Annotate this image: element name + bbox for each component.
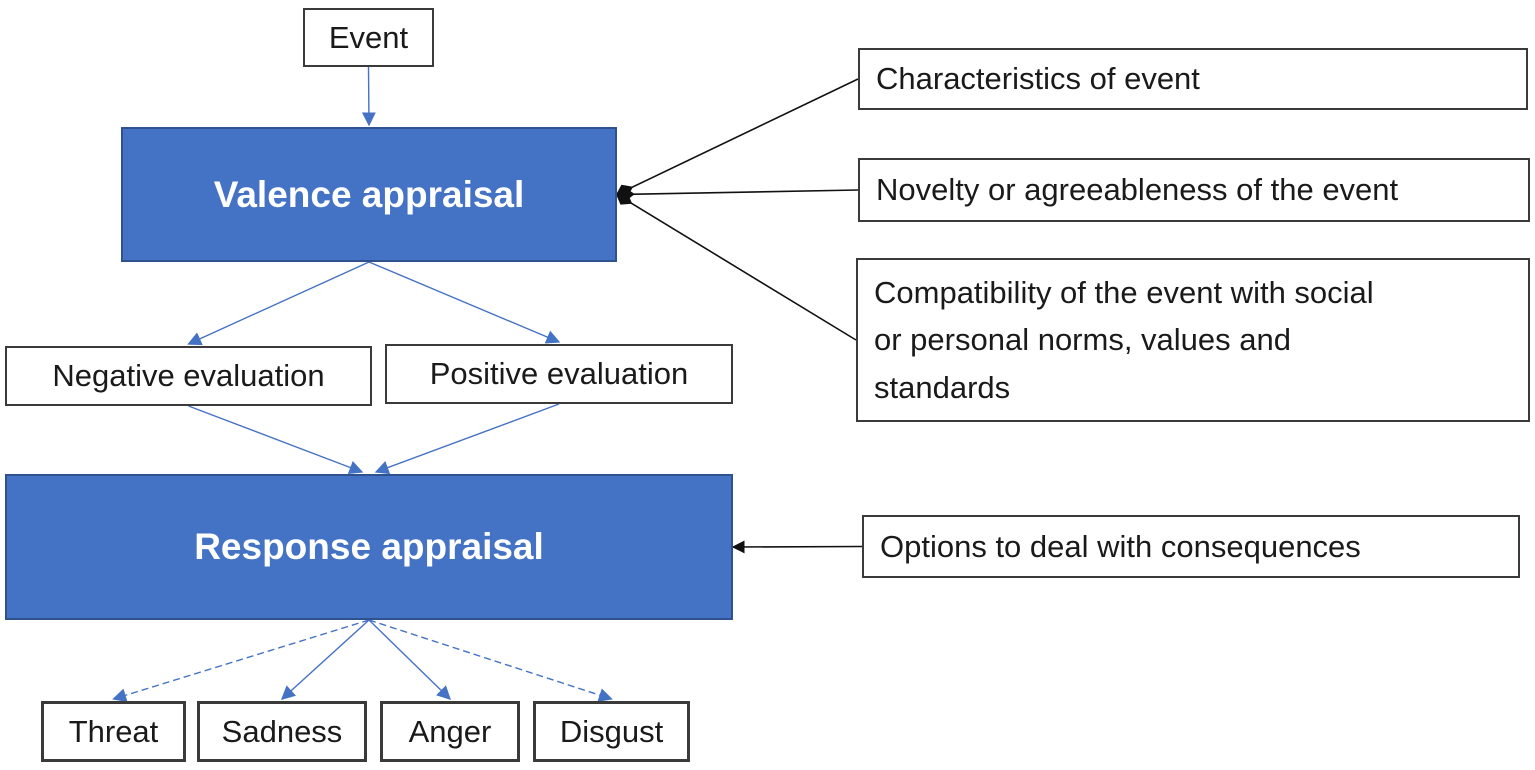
edge-response-threat [112, 619, 370, 702]
node-disgust: Disgust [533, 701, 690, 762]
node-characteristics-of-event: Characteristics of event [858, 48, 1528, 110]
node-compatibility-with-norms: Compatibility of the event with social o… [856, 258, 1530, 422]
node-response-appraisal: Response appraisal [5, 474, 733, 620]
edge-compatibility-valence [615, 192, 857, 341]
edge-valence-positive [368, 261, 561, 344]
edge-novelty-valence [615, 187, 859, 202]
edge-characteristics-valence [615, 78, 859, 198]
edge-response-disgust [368, 619, 613, 702]
node-options-to-deal-label: Options to deal with consequences [880, 528, 1361, 564]
node-anger: Anger [380, 701, 520, 762]
node-sadness: Sadness [197, 701, 367, 762]
edge-response-sadness [280, 619, 370, 700]
node-negative-evaluation-label: Negative evaluation [52, 358, 325, 393]
node-response-appraisal-label: Response appraisal [194, 526, 544, 567]
node-threat: Threat [41, 701, 186, 762]
node-event: Event [303, 8, 434, 67]
edge-response-anger [368, 619, 452, 700]
node-valence-appraisal-label: Valence appraisal [213, 173, 525, 215]
edge-positive-response [374, 403, 560, 475]
node-compatibility-with-norms-label: Compatibility of the event with social o… [874, 275, 1374, 405]
node-valence-appraisal: Valence appraisal [121, 127, 617, 262]
edge-options-response [731, 540, 863, 554]
node-characteristics-of-event-label: Characteristics of event [876, 61, 1200, 96]
edge-negative-response [188, 405, 364, 475]
node-threat-label: Threat [68, 713, 159, 749]
node-options-to-deal: Options to deal with consequences [862, 515, 1520, 578]
node-negative-evaluation: Negative evaluation [5, 346, 372, 406]
node-disgust-label: Disgust [559, 713, 664, 749]
node-event-label: Event [328, 19, 409, 55]
edge-event-valence [361, 66, 376, 127]
node-novelty-or-agreeableness: Novelty or agreeableness of the event [858, 158, 1530, 222]
edge-valence-negative [187, 261, 370, 346]
node-positive-evaluation-label: Positive evaluation [429, 356, 689, 391]
node-sadness-label: Sadness [221, 713, 343, 749]
node-anger-label: Anger [408, 713, 492, 749]
node-novelty-or-agreeableness-label: Novelty or agreeableness of the event [876, 172, 1399, 207]
node-positive-evaluation: Positive evaluation [385, 344, 733, 404]
